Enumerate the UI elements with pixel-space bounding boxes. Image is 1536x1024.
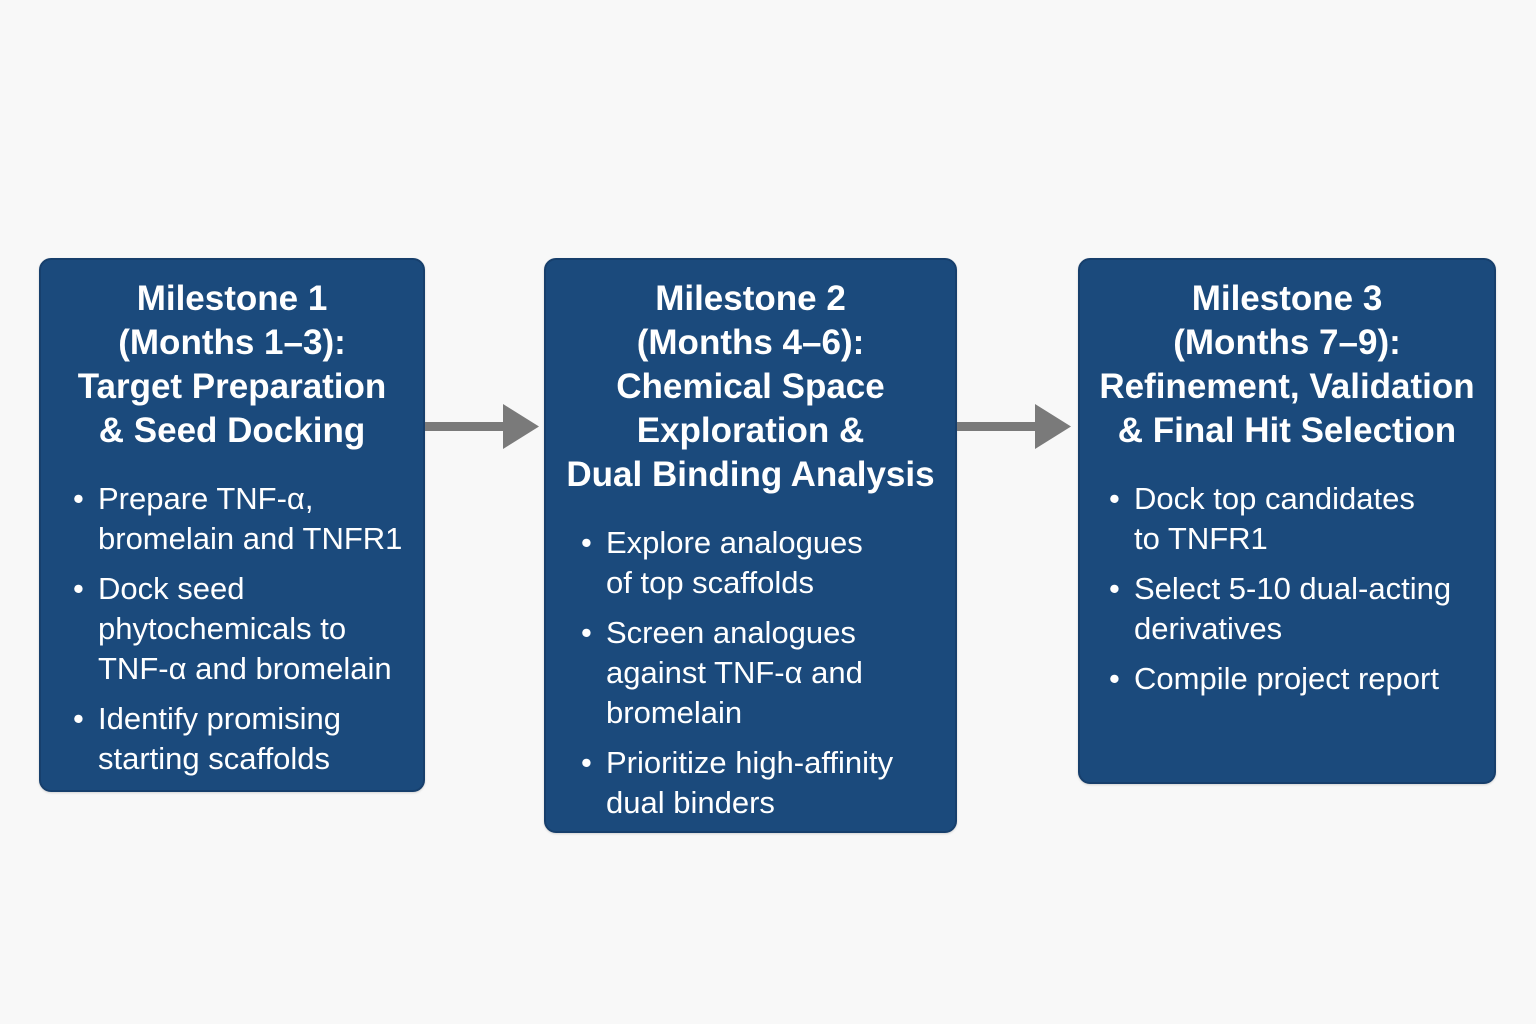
bullet-dot-icon: •	[1109, 571, 1120, 606]
bullet-line: bromelain	[606, 695, 743, 730]
bullet-line: derivatives	[1134, 611, 1283, 646]
milestone-2-bullet-list: • Explore analogues of top scaffolds • S…	[546, 523, 955, 823]
bullet-line: to TNFR1	[1134, 521, 1268, 556]
bullet-item: • Select 5-10 dual-acting derivatives	[1109, 569, 1494, 649]
title-line: & Final Hit Selection	[1117, 411, 1457, 450]
title-line: & Seed Docking	[98, 411, 366, 450]
bullet-line: Explore analogues	[606, 525, 863, 560]
milestone-1-bullet-list: • Prepare TNF-α, bromelain and TNFR1 • D…	[41, 479, 423, 779]
title-line: Milestone 3	[1191, 279, 1383, 318]
bullet-line: Prioritize high-affinity	[606, 745, 894, 780]
milestone-3-bullet-list: • Dock top candidates to TNFR1 • Select …	[1080, 479, 1494, 699]
bullet-line: bromelain and TNFR1	[98, 521, 403, 556]
bullet-line: Screen analogues	[606, 615, 856, 650]
bullet-line: Dock seed	[98, 571, 245, 606]
title-line: Target Preparation	[77, 367, 387, 406]
bullet-dot-icon: •	[73, 481, 84, 516]
milestone-1-title: Milestone 1 (Months 1–3): Target Prepara…	[41, 277, 423, 453]
right-arrow-icon	[957, 404, 1071, 449]
title-line: Milestone 1	[136, 279, 328, 318]
bullet-dot-icon: •	[1109, 661, 1120, 696]
title-line: (Months 7–9):	[1173, 323, 1401, 362]
bullet-item: • Prepare TNF-α, bromelain and TNFR1	[73, 479, 423, 559]
milestone-3-box: Milestone 3 (Months 7–9): Refinement, Va…	[1078, 258, 1496, 784]
title-line: Exploration &	[636, 411, 865, 450]
milestone-1-box: Milestone 1 (Months 1–3): Target Prepara…	[39, 258, 425, 792]
title-line: Chemical Space	[616, 367, 885, 406]
bullet-line: TNF-α and bromelain	[98, 651, 392, 686]
bullet-line: Dock top candidates	[1134, 481, 1415, 516]
bullet-item: • Dock top candidates to TNFR1	[1109, 479, 1494, 559]
milestone-2-title: Milestone 2 (Months 4–6): Chemical Space…	[546, 277, 955, 497]
title-line: Dual Binding Analysis	[566, 455, 935, 494]
bullet-item: • Prioritize high-affinity dual binders	[581, 743, 955, 823]
milestone-3-title: Milestone 3 (Months 7–9): Refinement, Va…	[1080, 277, 1494, 453]
bullet-line: Compile project report	[1134, 661, 1439, 696]
bullet-item: • Compile project report	[1109, 659, 1494, 699]
bullet-item: • Screen analogues against TNF-α and bro…	[581, 613, 955, 733]
bullet-dot-icon: •	[73, 701, 84, 736]
bullet-dot-icon: •	[73, 571, 84, 606]
milestone-2-box: Milestone 2 (Months 4–6): Chemical Space…	[544, 258, 957, 833]
title-line: Refinement, Validation	[1099, 367, 1475, 406]
right-arrow-icon	[425, 404, 539, 449]
bullet-dot-icon: •	[581, 615, 592, 650]
bullet-line: phytochemicals to	[98, 611, 347, 646]
title-line: (Months 4–6):	[636, 323, 865, 362]
bullet-item: • Dock seed phytochemicals to TNF-α and …	[73, 569, 423, 689]
bullet-item: • Identify promising starting scaffolds	[73, 699, 423, 779]
bullet-dot-icon: •	[1109, 481, 1120, 516]
bullet-dot-icon: •	[581, 745, 592, 780]
bullet-line: Select 5-10 dual-acting	[1134, 571, 1452, 606]
bullet-line: Prepare TNF-α,	[98, 481, 314, 516]
bullet-line: of top scaffolds	[606, 565, 814, 600]
bullet-item: • Explore analogues of top scaffolds	[581, 523, 955, 603]
title-line: (Months 1–3):	[118, 323, 346, 362]
bullet-line: against TNF-α and	[606, 655, 863, 690]
bullet-line: Identify promising	[98, 701, 341, 736]
bullet-line: starting scaffolds	[98, 741, 331, 776]
bullet-line: dual binders	[606, 785, 775, 820]
bullet-dot-icon: •	[581, 525, 592, 560]
title-line: Milestone 2	[655, 279, 846, 318]
